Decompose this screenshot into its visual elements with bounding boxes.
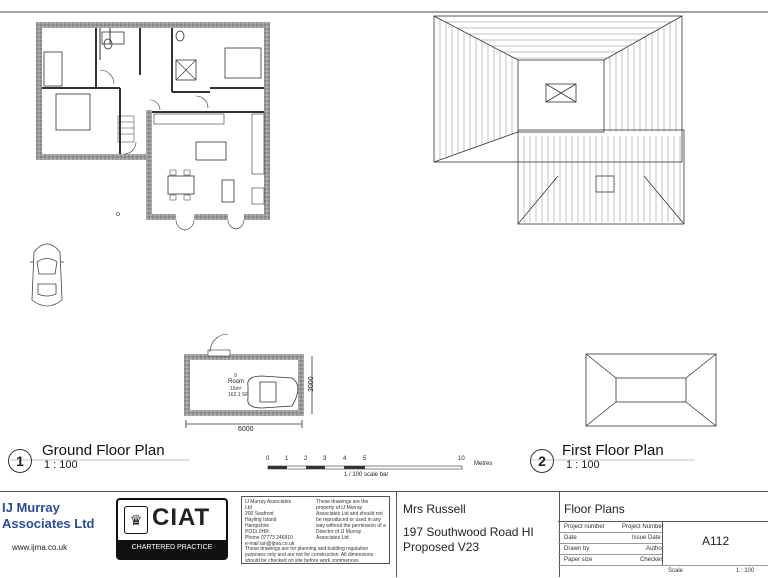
address-line: IJ Murray Associates xyxy=(245,499,292,505)
scale-bar-caption: 1 / 100 scale bar xyxy=(344,472,389,478)
garage-area-m2: 16m² xyxy=(230,386,242,392)
scale-tick: 0 xyxy=(266,456,270,462)
paper-size-value: Checker xyxy=(640,557,663,563)
scale-bar-graphic xyxy=(267,465,463,470)
drawn-by-label: Drawn by xyxy=(564,546,590,552)
date-value: Issue Date xyxy=(632,535,661,541)
company-website: www.ijma.co.uk xyxy=(12,543,68,552)
ground-floor-view-number: 1 xyxy=(8,449,32,473)
sheet-info: Floor Plans Project number Project Numbe… xyxy=(558,492,768,577)
first-floor-roof-plan xyxy=(433,15,685,225)
scale-tick: 10 xyxy=(458,456,465,462)
garage-depth-dim: 3000 xyxy=(308,376,315,392)
copyright-note: These drawings are the property of IJ Mu… xyxy=(316,499,386,541)
garage-plan xyxy=(184,333,313,428)
address-line: 200 Seafront xyxy=(245,511,274,517)
paper-size-label: Paper size xyxy=(564,557,593,563)
company-name-line2: Associates Ltd xyxy=(2,516,95,531)
project-number-value: Project Number xyxy=(622,524,664,530)
ciat-logo: ♛ CIAT CHARTERED PRACTICE xyxy=(116,498,228,560)
ciat-emblem-icon: ♛ xyxy=(124,506,148,534)
drawn-by-value: Author xyxy=(646,546,664,552)
first-floor-scale: 1 : 100 xyxy=(566,459,600,471)
row-divider xyxy=(558,565,768,566)
ground-floor-plan xyxy=(36,22,270,231)
date-label: Date xyxy=(564,535,577,541)
scale-tick: 2 xyxy=(304,456,308,462)
row-divider xyxy=(558,543,662,544)
scale-tick: 4 xyxy=(343,456,347,462)
project-number-label: Project number xyxy=(564,524,605,530)
title-block: IJ Murray Associates Ltd www.ijma.co.uk … xyxy=(0,491,768,577)
chartered-practice-label: CHARTERED PRACTICE xyxy=(118,540,226,558)
ground-floor-scale: 1 : 100 xyxy=(44,459,78,471)
ground-floor-title: Ground Floor Plan xyxy=(42,442,165,459)
col-divider xyxy=(662,522,663,565)
garage-width-dim: 6000 xyxy=(238,426,254,433)
ciat-text: CIAT xyxy=(152,504,211,531)
construction-note: These drawings are for planning and buil… xyxy=(245,546,374,564)
client-name: Mrs Russell xyxy=(403,502,466,516)
scale-bar-ticks: 0 1 2 3 4 5 10 xyxy=(264,456,474,466)
row-divider xyxy=(558,532,662,533)
project-address: 197 Southwood Road HI xyxy=(403,525,534,539)
project-version: Proposed V23 xyxy=(403,540,480,554)
sheet-number: A112 xyxy=(702,534,730,548)
small-roof-plan xyxy=(585,353,717,427)
address-line: Hayling Island xyxy=(245,517,277,523)
scale-tick: 3 xyxy=(323,456,327,462)
floor-plan-drawing xyxy=(0,11,768,470)
address-line: Hampshire xyxy=(245,523,270,529)
address-box: IJ Murray Associates Ltd 200 Seafront Ha… xyxy=(241,496,390,564)
scale-label: Scale xyxy=(668,568,684,574)
sheet-title: Floor Plans xyxy=(564,502,625,516)
first-floor-title: First Floor Plan xyxy=(562,442,664,459)
garage-room-no: 9 xyxy=(234,373,237,379)
project-box: Mrs Russell 197 Southwood Road HI Propos… xyxy=(396,492,560,577)
address-line: e-mail ian@ijma.co.uk xyxy=(245,541,295,547)
garage-area-sf: 162.1 SF xyxy=(228,392,249,398)
practice-address: IJ Murray Associates Ltd 200 Seafront Ha… xyxy=(245,499,311,547)
first-floor-view-number: 2 xyxy=(530,449,554,473)
company-name-line1: IJ Murray xyxy=(2,500,60,515)
garage-room-name: Room xyxy=(228,379,245,385)
address-line: PO11 0HR xyxy=(245,529,269,535)
address-line: Phone 07773 246910 xyxy=(245,535,293,541)
info-rows: Project number Project Number Date Issue… xyxy=(558,521,768,578)
scale-bar-unit: Metres xyxy=(474,461,493,467)
address-line: Ltd xyxy=(245,505,252,511)
scale-value: 1 : 100 xyxy=(736,568,755,574)
car-symbol xyxy=(30,243,64,307)
scale-tick: 5 xyxy=(363,456,367,462)
scale-tick: 1 xyxy=(285,456,289,462)
row-divider xyxy=(558,554,662,555)
